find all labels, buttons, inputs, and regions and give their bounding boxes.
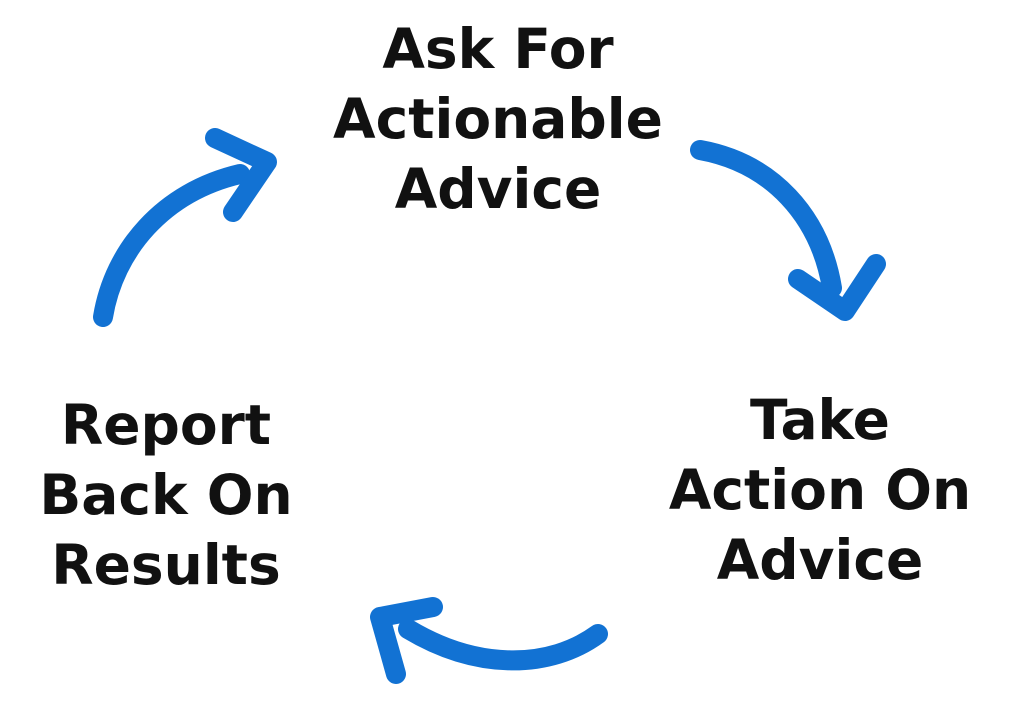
node-line: Take xyxy=(750,388,890,452)
node-line: Back On xyxy=(39,463,293,527)
node-line: Advice xyxy=(394,157,602,221)
curved-arrow-up-left-icon xyxy=(370,597,608,684)
node-line: Results xyxy=(51,533,281,597)
node-ask-for-actionable-advice: Ask For Actionable Advice xyxy=(333,14,663,224)
node-line: Action On xyxy=(668,458,972,522)
node-line: Advice xyxy=(716,528,924,592)
node-take-action-on-advice: Take Action On Advice xyxy=(669,385,971,595)
curved-arrow-down-right-icon xyxy=(690,140,886,321)
node-report-back-on-results: Report Back On Results xyxy=(39,390,292,600)
node-line: Actionable xyxy=(333,87,663,151)
curved-arrow-up-right-icon xyxy=(93,128,277,327)
node-line: Report xyxy=(60,393,272,457)
node-line: Ask For xyxy=(382,17,614,81)
